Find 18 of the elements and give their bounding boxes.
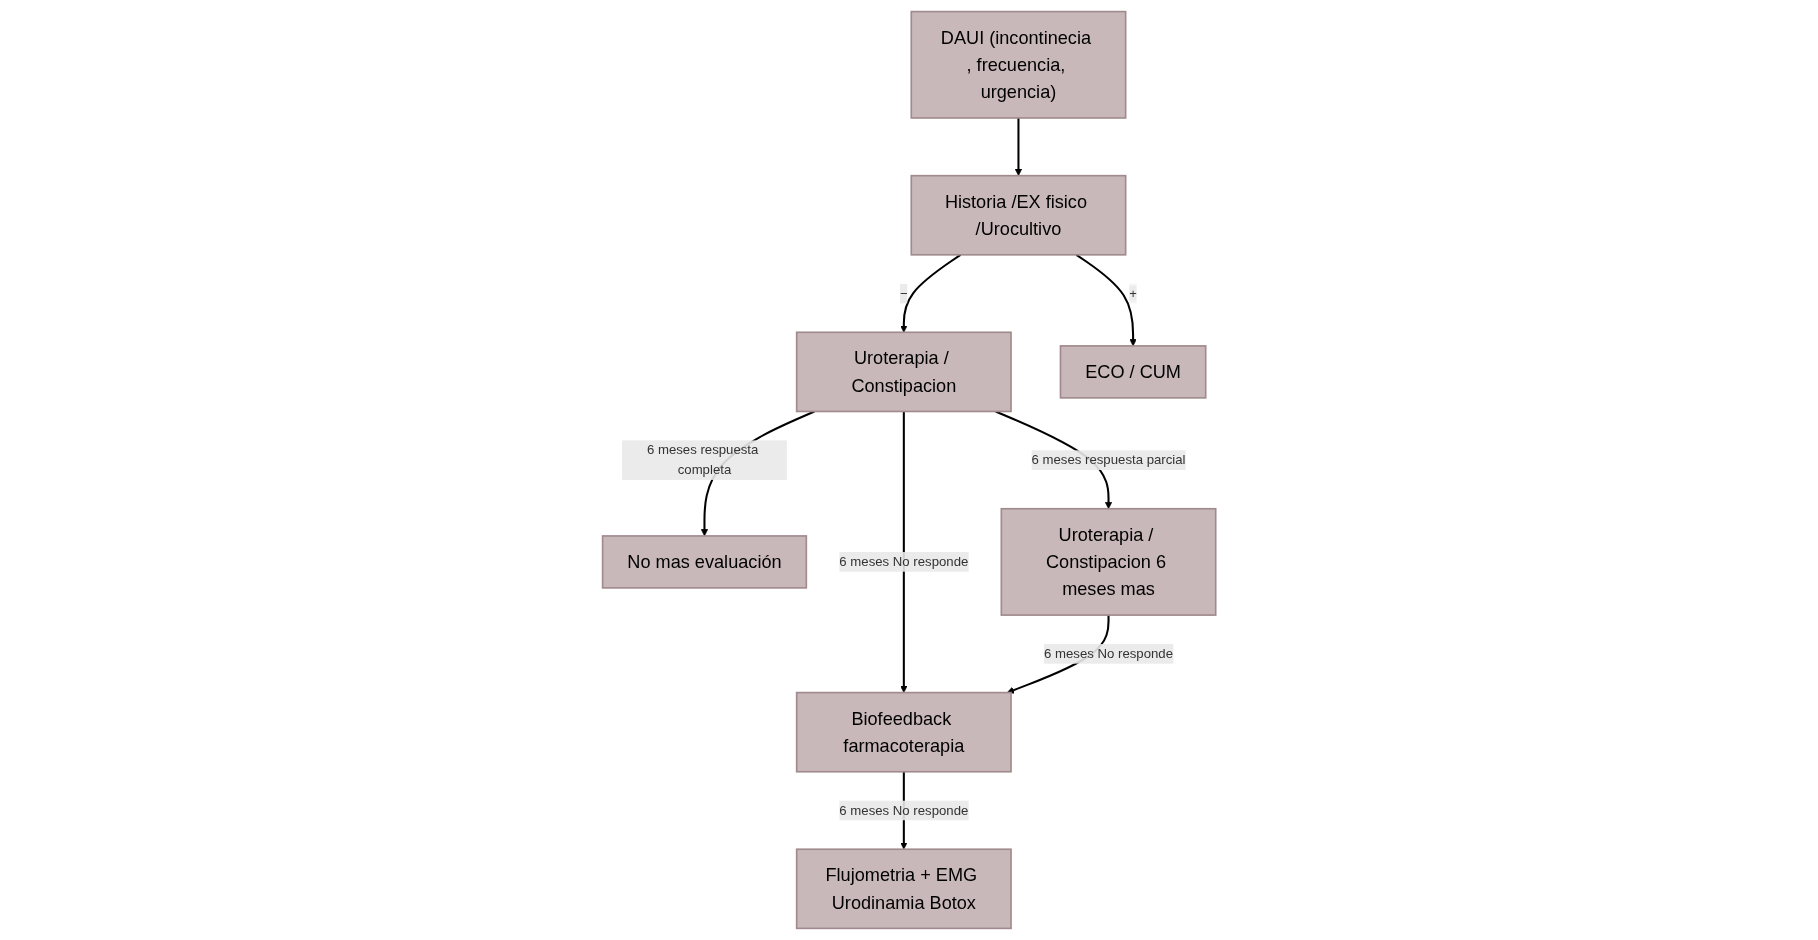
- node-box: Uroterapia / Constipacion: [795, 331, 1012, 413]
- edge-label: +: [1129, 286, 1137, 301]
- edge-label: 6 meses No responde: [1043, 646, 1173, 661]
- node-box: Biofeedback farmacoterapia: [795, 691, 1012, 773]
- edge-label: 6 meses No responde: [839, 554, 969, 569]
- node-box: No mas evaluación: [601, 535, 807, 589]
- arrow: [900, 253, 961, 333]
- node-box: Historia /EX fisico /Urocultivo: [910, 174, 1127, 256]
- node-box: ECO / CUM: [1059, 345, 1207, 399]
- edge-label: 6 meses respuesta completa: [646, 442, 759, 477]
- edge-label: 6 meses No responde: [839, 803, 969, 818]
- node-box: Uroterapia / Constipacion 6 meses mas: [1000, 507, 1217, 616]
- node-box: DAUI (incontinecia , frecuencia, urgencia): [910, 10, 1127, 119]
- arrow: [900, 411, 908, 693]
- arrow: [1014, 117, 1022, 176]
- edge-label: 6 meses respuesta parcial: [1031, 452, 1186, 467]
- edge-label: −: [899, 286, 908, 301]
- node-box: Flujometria + EMG Urodinamia Botox: [795, 848, 1012, 930]
